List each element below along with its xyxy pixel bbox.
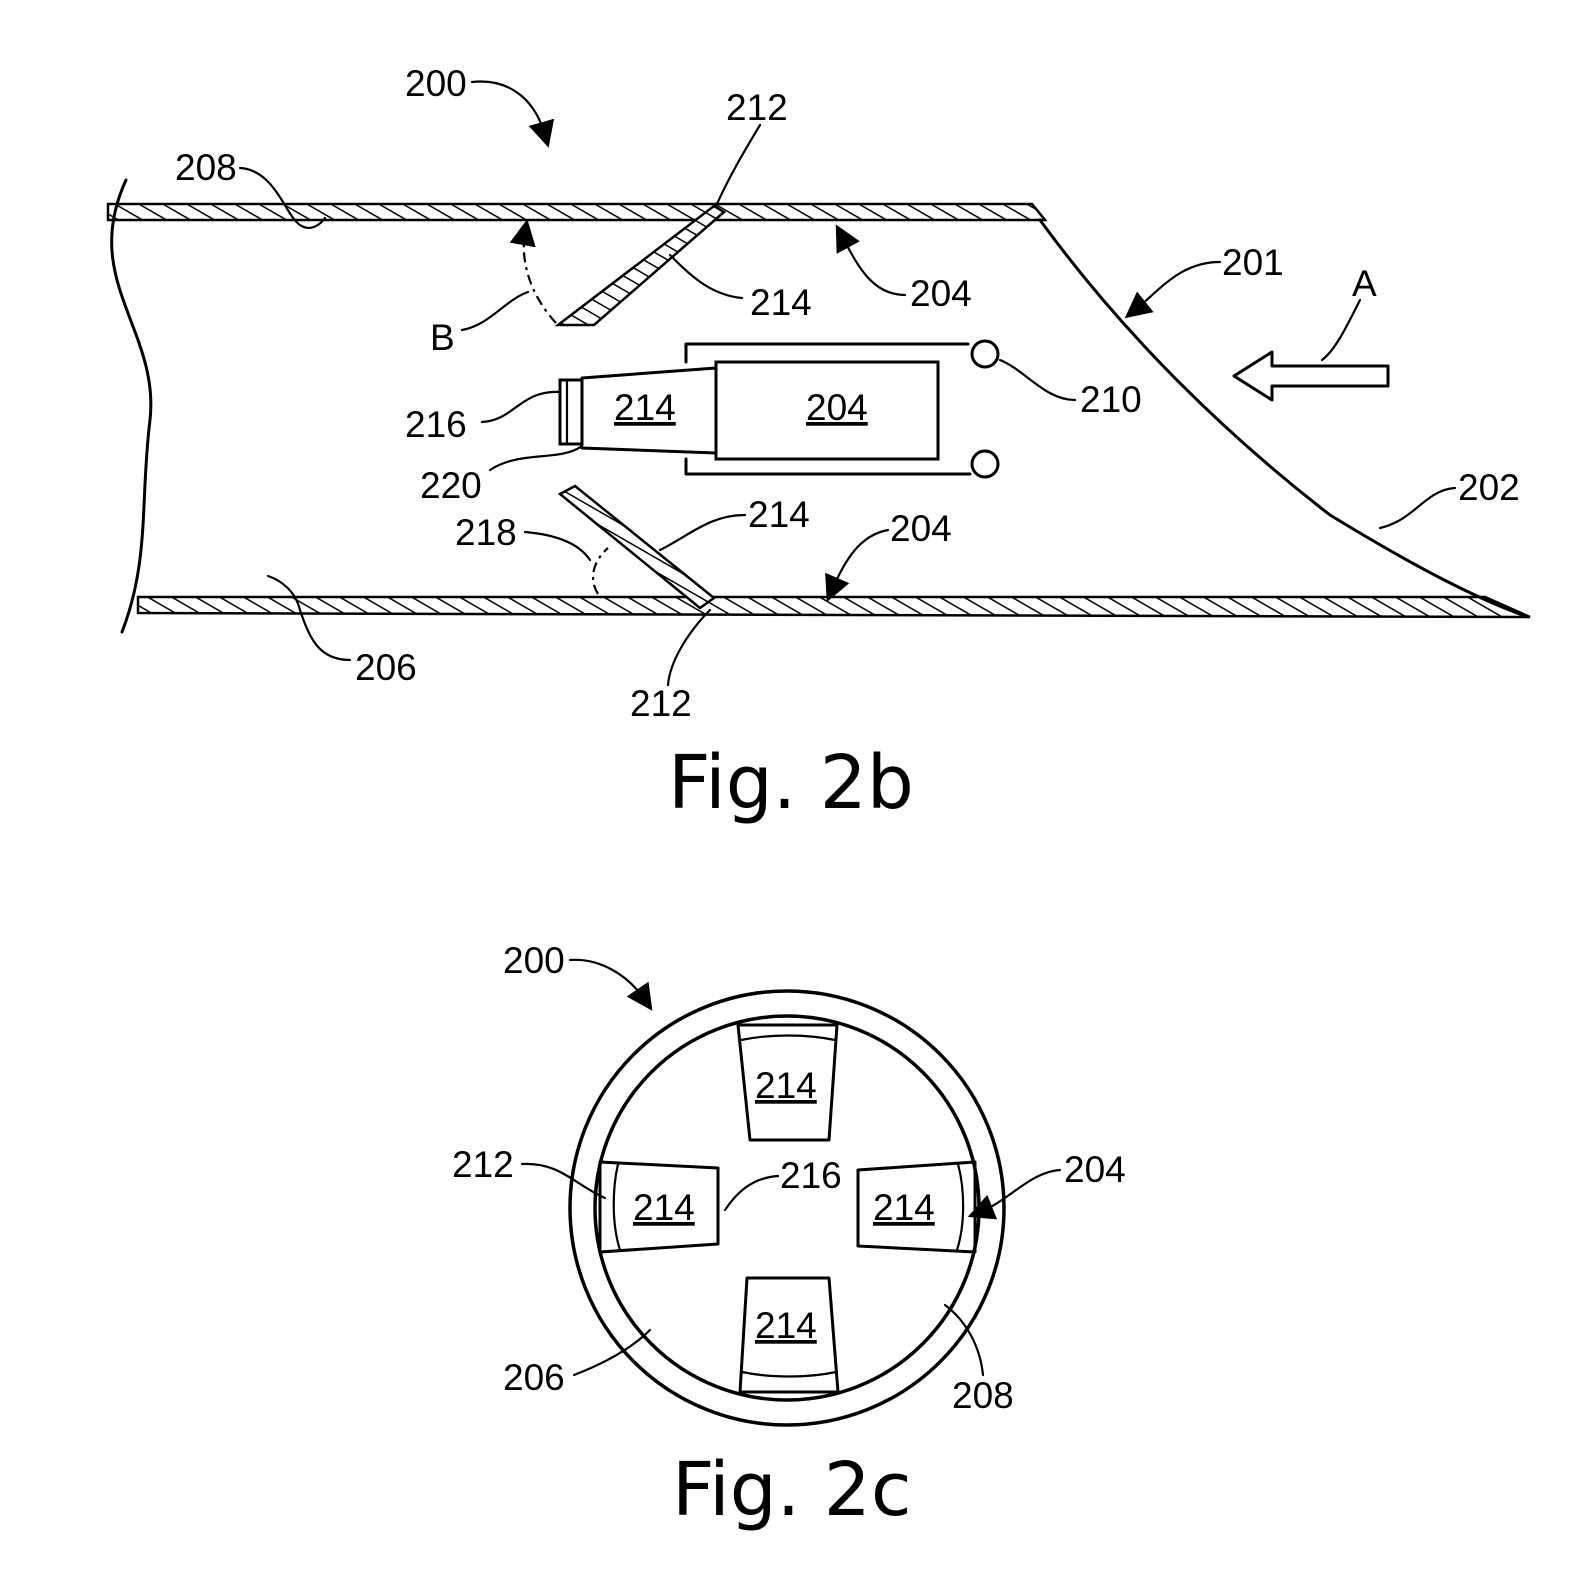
label-200-2c: 200: [503, 940, 565, 981]
label-208-2c: 208: [952, 1375, 1014, 1416]
left-break-line: [110, 178, 153, 634]
label-212-bot: 212: [630, 683, 692, 724]
label-220: 220: [420, 465, 482, 506]
caption-fig-2c: Fig. 2c: [672, 1447, 912, 1533]
label-218: 218: [455, 512, 517, 553]
label-214-right-2c: 214: [873, 1187, 935, 1228]
label-216-2c: 216: [780, 1155, 842, 1196]
label-214-low: 214: [748, 494, 810, 535]
lower-flap: [557, 484, 717, 610]
bevel-curve: [1038, 218, 1530, 619]
arm-upper-knob: [970, 339, 1000, 369]
label-214-top-2c: 214: [755, 1065, 817, 1106]
label-206: 206: [355, 647, 417, 688]
label-200: 200: [405, 63, 467, 104]
swing-path-b: [509, 219, 557, 324]
label-208: 208: [175, 147, 237, 188]
insert-device: [558, 339, 1000, 479]
label-214-bot-2c: 214: [755, 1305, 817, 1346]
label-206-2c: 206: [503, 1357, 565, 1398]
flap-left: [598, 1160, 720, 1254]
leader-lines-2b: [238, 80, 1457, 687]
label-210: 210: [1080, 379, 1142, 420]
upper-flap: [554, 204, 727, 327]
top-wall: [106, 202, 1048, 222]
label-214-box: 214: [614, 387, 676, 428]
label-a: A: [1352, 263, 1377, 304]
label-204-box: 204: [806, 387, 868, 428]
outer-ring: [568, 989, 1006, 1427]
arm-upper: [684, 342, 970, 364]
label-201: 201: [1222, 242, 1284, 283]
label-204-low: 204: [890, 508, 952, 549]
leader-lines-2c: [520, 958, 1062, 1377]
label-b: B: [430, 317, 455, 358]
flap-bottom: [738, 1276, 840, 1394]
flap-top: [736, 1023, 839, 1142]
label-212-top: 212: [726, 87, 788, 128]
label-202: 202: [1458, 467, 1520, 508]
bottom-wall: [136, 595, 1531, 619]
label-214-top: 214: [750, 282, 812, 323]
arm-lower-knob: [970, 449, 1000, 479]
tip-216: [558, 378, 584, 446]
label-204-2c: 204: [1064, 1149, 1126, 1190]
caption-fig-2b: Fig. 2b: [668, 740, 914, 826]
label-212-2c: 212: [452, 1144, 514, 1185]
angle-218: [591, 547, 609, 595]
body-204: [714, 360, 940, 461]
fig2b-drawing: 200 212 208 201 A 214 204 B 216 214 204 …: [106, 63, 1531, 826]
fig2c-drawing: 200 214 212 216 214 214 204 214 206 208 …: [452, 940, 1126, 1533]
label-204-top: 204: [910, 273, 972, 314]
label-216: 216: [405, 404, 467, 445]
arm-lower: [684, 457, 972, 476]
flow-arrow-a: [1232, 350, 1390, 402]
label-214-left-2c: 214: [633, 1187, 695, 1228]
flap-right: [856, 1160, 977, 1254]
